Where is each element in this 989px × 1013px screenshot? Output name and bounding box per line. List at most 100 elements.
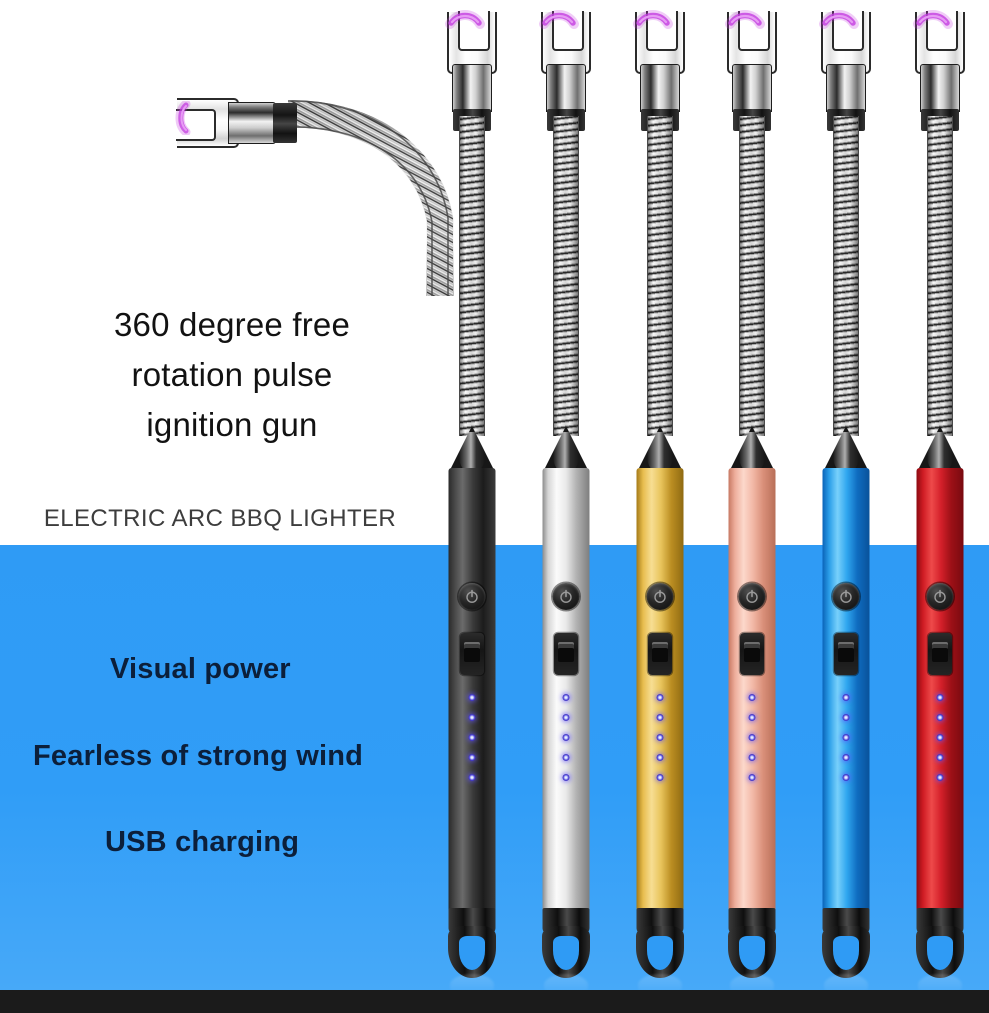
loop-hole xyxy=(459,936,485,970)
battery-led xyxy=(748,734,756,741)
battery-led xyxy=(468,774,476,781)
plasma-arc-icon xyxy=(539,10,579,29)
battery-led xyxy=(562,734,570,741)
power-icon xyxy=(654,589,666,603)
footer-bar xyxy=(0,990,989,1013)
lighter-body[interactable] xyxy=(636,468,684,918)
power-button[interactable] xyxy=(926,583,954,610)
battery-led xyxy=(562,714,570,721)
black-collar xyxy=(273,103,297,143)
battery-indicator xyxy=(468,694,476,781)
gooseneck-flexible-shaft[interactable] xyxy=(739,116,765,436)
lighter-p5[interactable] xyxy=(786,0,906,1000)
power-icon xyxy=(560,589,572,603)
plasma-arc-icon xyxy=(725,10,765,29)
product-subtitle: ELECTRIC ARC BBQ LIGHTER xyxy=(43,505,397,532)
usb-charging-port[interactable] xyxy=(740,633,764,675)
chrome-barrel xyxy=(732,64,772,112)
battery-led xyxy=(936,734,944,741)
lighter-p6[interactable] xyxy=(880,0,989,1000)
gooseneck-flexible-shaft[interactable] xyxy=(647,116,673,436)
battery-led xyxy=(562,694,570,701)
gooseneck-bent-path xyxy=(288,100,454,296)
usb-charging-port[interactable] xyxy=(554,633,578,675)
battery-led xyxy=(748,774,756,781)
power-button[interactable] xyxy=(458,583,486,610)
feature-usb-charging: USB charging xyxy=(105,826,300,858)
gooseneck-flexible-shaft[interactable] xyxy=(553,116,579,436)
usb-port-contacts xyxy=(838,642,854,662)
electrode-fork-icon xyxy=(821,11,871,74)
battery-led xyxy=(656,754,664,761)
battery-led xyxy=(936,694,944,701)
battery-led xyxy=(936,754,944,761)
gooseneck-flexible-shaft[interactable] xyxy=(833,116,859,436)
hanging-loop xyxy=(728,926,776,978)
page-title: 360 degree free rotation pulse ignition … xyxy=(113,306,350,443)
usb-charging-port[interactable] xyxy=(648,633,672,675)
power-icon xyxy=(934,589,946,603)
power-button[interactable] xyxy=(738,583,766,610)
body-top-cone xyxy=(729,426,775,472)
usb-port-contacts xyxy=(744,642,760,662)
chrome-barrel xyxy=(546,64,586,112)
chrome-barrel xyxy=(920,64,960,112)
power-button[interactable] xyxy=(832,583,860,610)
battery-led xyxy=(468,734,476,741)
gooseneck-flexible-shaft[interactable] xyxy=(459,116,485,436)
battery-indicator xyxy=(748,694,756,781)
usb-charging-port[interactable] xyxy=(834,633,858,675)
power-icon xyxy=(746,589,758,603)
arc-head-rotated xyxy=(175,92,297,164)
battery-led xyxy=(936,714,944,721)
battery-led xyxy=(468,714,476,721)
body-top-cone xyxy=(543,426,589,472)
battery-led xyxy=(562,754,570,761)
usb-port-contacts xyxy=(558,642,574,662)
chrome-barrel xyxy=(228,102,276,144)
battery-led xyxy=(748,754,756,761)
plasma-arc-icon xyxy=(445,10,485,29)
power-button[interactable] xyxy=(552,583,580,610)
plasma-arc-icon xyxy=(175,101,191,135)
battery-led xyxy=(748,694,756,701)
battery-led xyxy=(842,754,850,761)
battery-led xyxy=(656,714,664,721)
feature-windproof: Fearless of strong wind xyxy=(33,740,364,772)
usb-charging-port[interactable] xyxy=(460,633,484,675)
usb-charging-port[interactable] xyxy=(928,633,952,675)
power-button[interactable] xyxy=(646,583,674,610)
hanging-loop xyxy=(636,926,684,978)
lighter-body[interactable] xyxy=(448,468,496,918)
electrode-fork-icon xyxy=(541,11,591,74)
plasma-arc-icon xyxy=(633,10,673,29)
usb-port-contacts xyxy=(464,642,480,662)
plasma-arc-icon xyxy=(819,10,859,29)
lighter-body[interactable] xyxy=(916,468,964,918)
lighter-body[interactable] xyxy=(542,468,590,918)
battery-led xyxy=(842,714,850,721)
battery-led xyxy=(656,774,664,781)
arc-head xyxy=(533,10,599,131)
hanging-loop xyxy=(448,926,496,978)
electrode-fork-icon xyxy=(915,11,965,74)
arc-head xyxy=(907,10,973,131)
battery-indicator xyxy=(562,694,570,781)
loop-hole xyxy=(927,936,953,970)
battery-indicator xyxy=(656,694,664,781)
battery-led xyxy=(562,774,570,781)
gooseneck-flexible-shaft[interactable] xyxy=(927,116,953,436)
battery-led xyxy=(468,754,476,761)
chrome-barrel xyxy=(452,64,492,112)
usb-port-contacts xyxy=(652,642,668,662)
lighter-body[interactable] xyxy=(728,468,776,918)
lighter-body[interactable] xyxy=(822,468,870,918)
power-icon xyxy=(840,589,852,603)
hanging-loop xyxy=(822,926,870,978)
loop-hole xyxy=(647,936,673,970)
battery-led xyxy=(468,694,476,701)
lighter-p1[interactable] xyxy=(412,0,532,1000)
hanging-loop xyxy=(542,926,590,978)
arc-head xyxy=(627,10,693,131)
battery-led xyxy=(842,734,850,741)
